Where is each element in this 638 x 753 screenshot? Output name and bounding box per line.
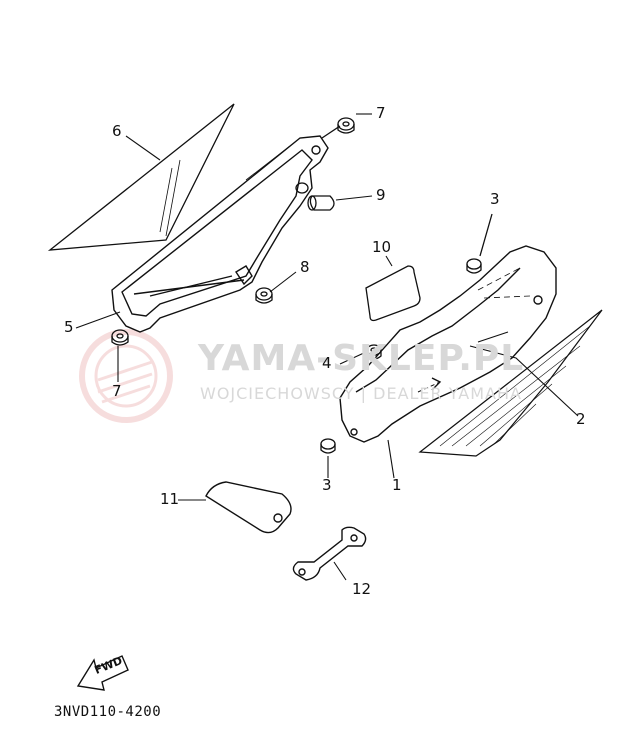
part-8-grommet [255, 287, 273, 304]
part-12-bracket [292, 526, 367, 581]
part-9-collar [295, 182, 335, 211]
part-11-pad [205, 481, 292, 534]
callout-7-bottom: 7 [112, 382, 122, 400]
leader-lines [75, 113, 579, 581]
callout-6: 6 [112, 122, 122, 140]
callout-5: 5 [64, 318, 74, 336]
part-10-label-plate [365, 265, 421, 322]
part-3-grommet-bottom [320, 438, 336, 454]
part-7-grommet-bottom [111, 329, 129, 346]
callout-3-top: 3 [490, 190, 500, 208]
part-3-grommet-top [466, 213, 493, 274]
callout-7-top: 7 [376, 104, 386, 122]
callout-2: 2 [576, 410, 586, 428]
part-2-decal [418, 309, 603, 457]
callout-11: 11 [160, 490, 180, 508]
callout-1: 1 [392, 476, 402, 494]
diagram-code: 3NVD110-4200 [54, 704, 162, 720]
part-1-side-cover [339, 245, 557, 443]
callout-8: 8 [300, 258, 310, 276]
fwd-arrow-icon [76, 655, 129, 691]
part-4-grommet [366, 344, 382, 360]
watermark-logo [79, 329, 173, 423]
part-7-grommet-top [321, 117, 355, 139]
callout-3-bottom: 3 [322, 476, 332, 494]
part-5-side-cover-frame [111, 135, 329, 333]
callout-12: 12 [352, 580, 372, 598]
callout-4: 4 [322, 354, 332, 372]
part-6-decal [47, 103, 235, 251]
callout-10: 10 [372, 238, 392, 256]
callout-9: 9 [376, 186, 386, 204]
